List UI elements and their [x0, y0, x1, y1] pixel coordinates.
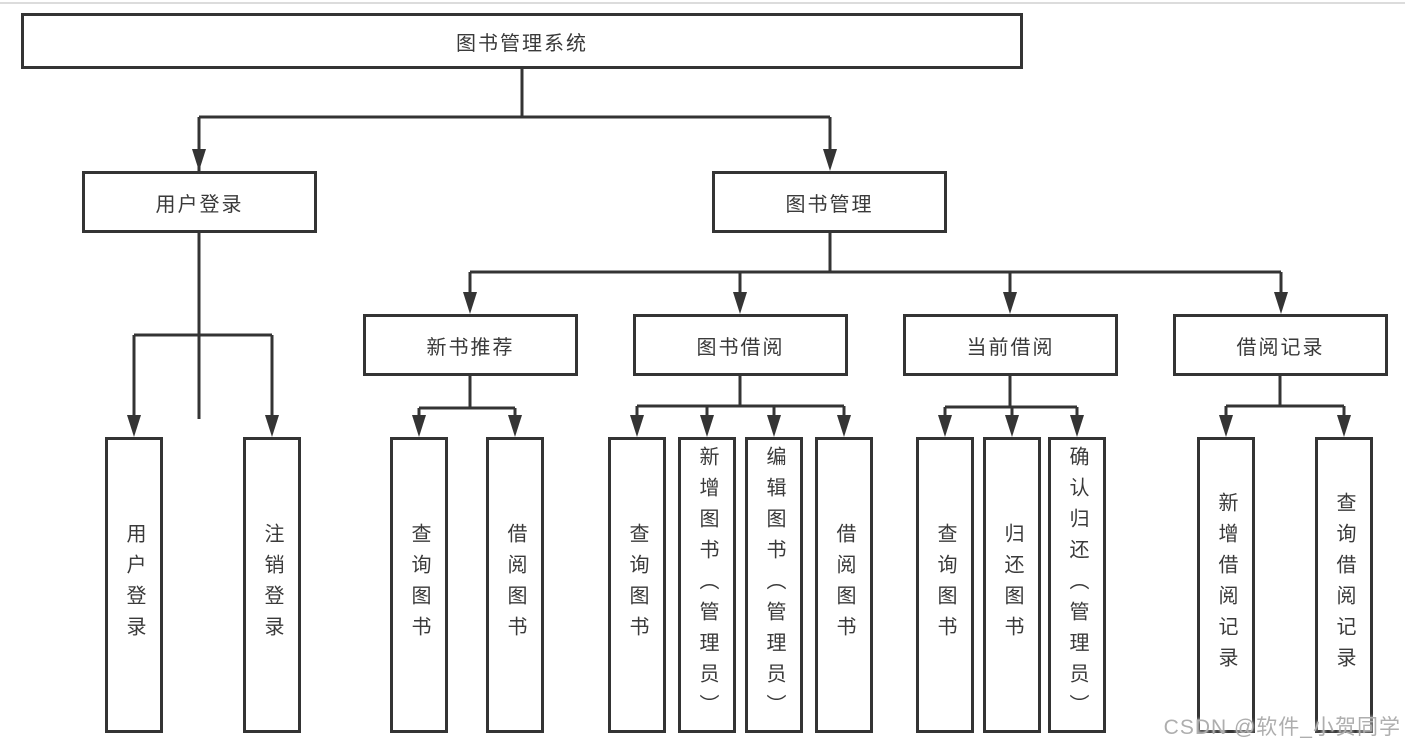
- leaf-query-book-2: 查询图书: [608, 437, 666, 733]
- node-borrow-record-label: 借阅记录: [1236, 336, 1325, 359]
- page-top-divider: [0, 2, 1405, 4]
- leaf-add-borrow-record: 新增借阅记录: [1197, 437, 1255, 733]
- connector-current-borrow-to-leaves: [943, 376, 1079, 419]
- leaf-borrow-book-1-label: 借阅图书: [504, 523, 526, 647]
- connector-new-book-to-leaves: [417, 376, 517, 419]
- leaf-logout: 注销登录: [243, 437, 301, 733]
- leaf-borrow-book-2-label: 借阅图书: [833, 523, 855, 647]
- csdn-watermark: CSDN @软件_小贺同学: [1163, 716, 1401, 739]
- leaf-query-book-1: 查询图书: [390, 437, 448, 733]
- node-root-system: 图书管理系统: [21, 13, 1023, 69]
- connector-book-borrow-to-leaves: [635, 376, 846, 419]
- node-borrow-record: 借阅记录: [1173, 314, 1388, 376]
- node-root-label: 图书管理系统: [456, 32, 588, 55]
- leaf-return-book-label: 归还图书: [1001, 523, 1023, 647]
- node-book-borrow-label: 图书借阅: [696, 336, 785, 359]
- leaf-edit-book-admin-label: 编辑图书（管理员）: [763, 445, 785, 725]
- node-new-book-recommend-label: 新书推荐: [426, 336, 515, 359]
- leaf-user-login-label: 用户登录: [123, 523, 145, 647]
- node-book-borrow: 图书借阅: [633, 314, 848, 376]
- leaf-query-book-2-label: 查询图书: [626, 523, 648, 647]
- leaf-query-book-3-label: 查询图书: [934, 523, 956, 647]
- connector-root-to-level2: [197, 69, 832, 419]
- node-user-login-label: 用户登录: [155, 193, 244, 216]
- leaf-add-book-admin-label: 新增图书（管理员）: [696, 445, 718, 725]
- node-new-book-recommend: 新书推荐: [363, 314, 578, 376]
- node-user-login: 用户登录: [82, 171, 317, 233]
- leaf-confirm-return-admin: 确认归还（管理员）: [1048, 437, 1106, 733]
- arrowheads: [127, 149, 1351, 437]
- connector-book-mgmt-to-level3: [468, 233, 1283, 298]
- leaf-add-borrow-record-label: 新增借阅记录: [1215, 492, 1237, 678]
- leaf-borrow-book-2: 借阅图书: [815, 437, 873, 733]
- node-book-management-label: 图书管理: [785, 193, 874, 216]
- node-current-borrow-label: 当前借阅: [966, 336, 1055, 359]
- leaf-edit-book-admin: 编辑图书（管理员）: [745, 437, 803, 733]
- leaf-return-book: 归还图书: [983, 437, 1041, 733]
- connector-user-login-to-leaves: [132, 235, 274, 419]
- leaf-query-book-3: 查询图书: [916, 437, 974, 733]
- connector-borrow-record-to-leaves: [1224, 376, 1346, 419]
- node-current-borrow: 当前借阅: [903, 314, 1118, 376]
- leaf-borrow-book-1: 借阅图书: [486, 437, 544, 733]
- leaf-confirm-return-admin-label: 确认归还（管理员）: [1066, 445, 1088, 725]
- leaf-user-login: 用户登录: [105, 437, 163, 733]
- leaf-query-book-1-label: 查询图书: [408, 523, 430, 647]
- node-book-management: 图书管理: [712, 171, 947, 233]
- leaf-query-borrow-record: 查询借阅记录: [1315, 437, 1373, 733]
- leaf-logout-label: 注销登录: [261, 523, 283, 647]
- leaf-query-borrow-record-label: 查询借阅记录: [1333, 492, 1355, 678]
- leaf-add-book-admin: 新增图书（管理员）: [678, 437, 736, 733]
